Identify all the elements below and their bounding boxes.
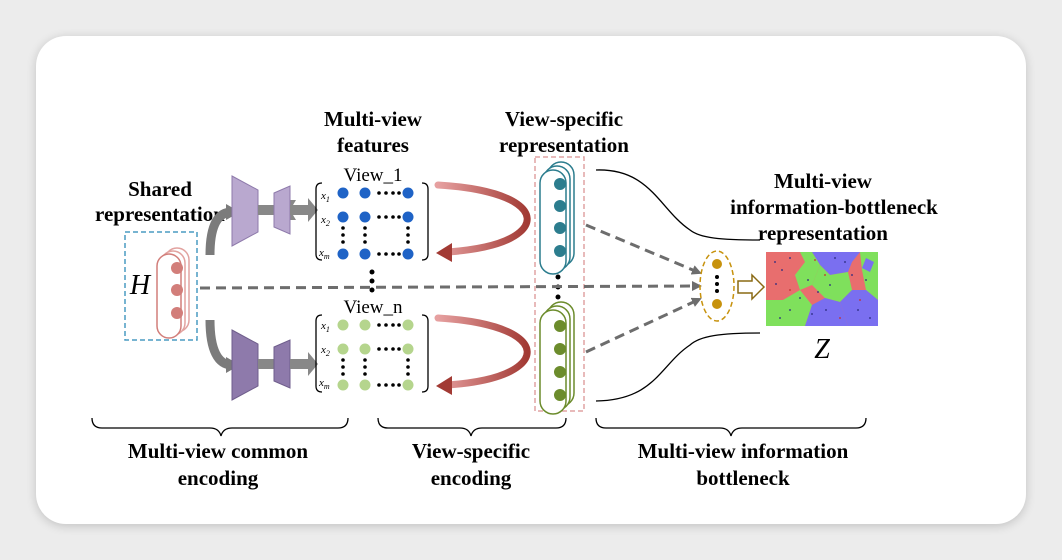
x2-label: x2 (320, 214, 330, 228)
z-embedding-plot (766, 252, 878, 326)
view-specific-rep-label-line1: View-specific (505, 107, 623, 131)
xn1-label: x1 (320, 320, 330, 334)
view-1-matrix: x1 x2 xm (315, 182, 429, 261)
xm-label: xm (318, 247, 330, 261)
brace-common-encoding (91, 417, 349, 437)
z-symbol: Z (814, 334, 830, 365)
funnel-top (595, 169, 761, 241)
mib-rep-label-line3: representation (758, 221, 888, 245)
bottleneck-node (699, 250, 735, 322)
curved-arrow-bottom (434, 314, 531, 389)
x1-label: x1 (320, 190, 330, 204)
dashed-arrow-top (585, 223, 702, 275)
bottleneck-label-line1: Multi-view information (638, 439, 849, 463)
dashed-arrow-h (199, 281, 702, 292)
view-specific-rep-bottom (539, 301, 575, 415)
encoder-bottom (231, 329, 318, 401)
common-encoding-label-line2: encoding (178, 466, 259, 490)
brace-view-specific-encoding (377, 417, 567, 437)
mib-rep-label-line2: information-bottleneck (730, 195, 938, 219)
view-n-matrix: x1 x2 xm (315, 314, 429, 393)
dashed-arrow-bottom (585, 297, 702, 354)
brace-information-bottleneck (595, 417, 867, 437)
xnm-label: xm (318, 377, 330, 391)
xn2-label: x2 (320, 344, 330, 358)
shared-representation: H (124, 231, 198, 341)
common-encoding-label-line1: Multi-view common (128, 439, 309, 463)
h-symbol: H (129, 270, 152, 301)
view-1-label: View_1 (343, 165, 402, 186)
specific-encoding-label-line1: View-specific (412, 439, 530, 463)
specific-encoding-label-line2: encoding (431, 466, 512, 490)
shared-label-line2: representation (95, 202, 225, 226)
multiview-features-label-line2: features (337, 133, 409, 157)
views-ellipsis (369, 269, 375, 293)
multiview-features-label-line1: Multi-view (324, 107, 423, 131)
bottleneck-label-line2: bottleneck (696, 466, 790, 490)
curved-arrow-top (434, 181, 531, 256)
view-specific-rep-top (539, 161, 575, 275)
arrow-to-z (737, 273, 766, 301)
view-specific-rep-label-line2: representation (499, 133, 629, 157)
funnel-bottom (595, 332, 761, 402)
view-specific-rep-box (534, 156, 585, 412)
mib-rep-label-line1: Multi-view (774, 169, 873, 193)
shared-label-line1: Shared (128, 177, 192, 201)
view-n-label: View_n (343, 297, 403, 318)
encoder-top (231, 175, 318, 247)
arrow-h-to-encoder-bottom (205, 319, 233, 370)
